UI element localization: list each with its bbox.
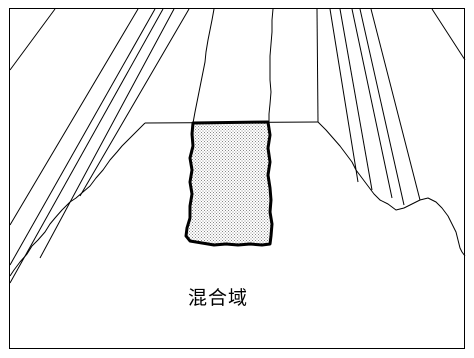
left-outer-line-3 <box>9 8 156 266</box>
left-outer-line-4 <box>9 8 164 284</box>
stream-left-edge <box>192 8 215 124</box>
mixing-zone-label: 混合域 <box>188 287 249 309</box>
right-line-2 <box>329 8 359 183</box>
stream-right-edge <box>268 8 274 122</box>
right-line-6 <box>370 8 421 201</box>
right-line-7 <box>431 8 466 61</box>
right-line-5 <box>359 8 405 206</box>
right-line-1 <box>316 8 319 123</box>
left-boundary <box>9 122 146 277</box>
right-boundary <box>317 121 466 257</box>
frame-border <box>9 8 465 349</box>
left-outer-line-1 <box>9 8 56 71</box>
left-outer-line-6 <box>79 8 190 197</box>
left-outer-line-2 <box>9 8 139 226</box>
mixing-zone <box>184 120 274 247</box>
right-line-3 <box>339 8 373 191</box>
right-line-4 <box>351 8 393 199</box>
left-outer-line-5 <box>39 8 175 259</box>
